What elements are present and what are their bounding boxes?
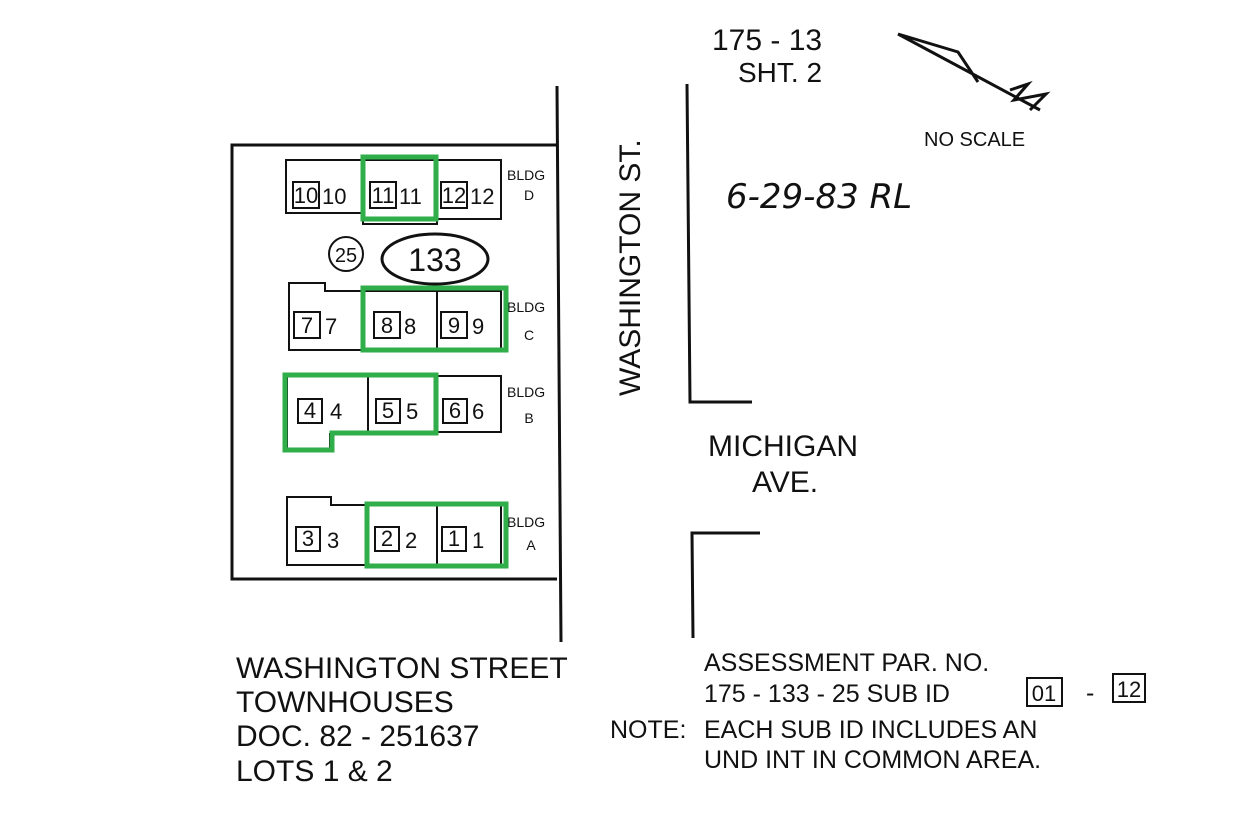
unit-box-9: 9	[448, 313, 460, 338]
assessment-line-1: ASSESSMENT PAR. NO.	[704, 649, 989, 677]
unit-label-10: 10	[322, 184, 346, 209]
parcel-number: 25	[335, 245, 357, 267]
unit-label-12: 12	[470, 184, 494, 209]
unit-label-9: 9	[472, 314, 484, 339]
washington-st-east-line-south	[690, 531, 760, 639]
title-line-2: TOWNHOUSES	[236, 686, 454, 719]
washington-st-west-line	[555, 85, 563, 643]
unit-label-6: 6	[472, 399, 484, 424]
title-line-3: DOC. 82 - 251637	[236, 720, 479, 753]
bldg-word-d: BLDG	[507, 167, 545, 183]
building-b: 4 4 5 5 6 6 BLDG B	[282, 372, 545, 453]
bldg-letter-a: A	[526, 537, 536, 553]
sub-id-to: 12	[1117, 677, 1141, 702]
unit-label-8: 8	[404, 314, 416, 339]
washington-st-east-line-north	[685, 83, 752, 404]
washington-st-label: WASHINGTON ST.	[614, 139, 647, 396]
unit-box-6: 6	[449, 398, 461, 423]
unit-label-2: 2	[405, 528, 417, 553]
bldg-word-a: BLDG	[507, 514, 545, 530]
unit-label-4: 4	[330, 399, 342, 424]
map-reference: 175 - 13	[712, 24, 822, 57]
bldg-word-b: BLDG	[507, 384, 545, 400]
north-arrow-icon	[897, 32, 1051, 112]
unit-box-2: 2	[381, 526, 393, 551]
bldg-letter-d: D	[524, 187, 534, 203]
bldg-word-c: BLDG	[507, 299, 545, 315]
unit-box-11: 11	[372, 183, 395, 208]
sub-id-from-box	[1026, 677, 1063, 707]
sub-id-dash: -	[1086, 679, 1094, 707]
note-label: NOTE:	[610, 716, 686, 744]
note-line-2: UND INT IN COMMON AREA.	[704, 746, 1041, 774]
unit-box-7: 7	[301, 313, 313, 338]
unit-box-10: 10	[294, 183, 318, 208]
unit-box-3: 3	[302, 526, 314, 551]
unit-label-5: 5	[406, 399, 418, 424]
sub-id-to-box	[1112, 673, 1146, 703]
note-line-1: EACH SUB ID INCLUDES AN	[704, 716, 1037, 744]
unit-box-5: 5	[382, 398, 394, 423]
title-line-1: WASHINGTON STREET	[236, 652, 568, 685]
unit-box-4: 4	[304, 398, 316, 423]
highlight-unit-11	[360, 154, 439, 222]
title-line-4: LOTS 1 & 2	[236, 755, 393, 788]
assessment-line-2: 175 - 133 - 25 SUB ID	[704, 680, 950, 708]
highlight-units-2-1	[364, 501, 509, 569]
unit-box-12: 12	[442, 183, 466, 208]
scale-note: NO SCALE	[924, 129, 1025, 151]
parcel-boundary	[230, 143, 557, 581]
highlight-units-4-5	[282, 372, 439, 453]
bldg-letter-b: B	[524, 410, 533, 426]
date-initials: 6-29-83 RL	[726, 177, 912, 217]
sub-id-from: 01	[1032, 681, 1056, 706]
building-d: 10 10 11 11 12 12 BLDG D	[285, 154, 545, 225]
michigan-ave-label-1: MICHIGAN	[708, 430, 858, 463]
building-a: 3 3 2 2 1 1 BLDG A	[286, 496, 545, 569]
sheet-number: SHT. 2	[738, 57, 822, 88]
highlight-units-8-9	[360, 285, 509, 353]
unit-label-3: 3	[327, 528, 339, 553]
unit-label-1: 1	[472, 528, 484, 553]
building-c: 7 7 8 8 9 9 BLDG C	[288, 282, 545, 353]
unit-label-11: 11	[399, 184, 422, 209]
unit-box-1: 1	[448, 526, 460, 551]
block-number: 133	[408, 242, 461, 278]
block-number-ellipse	[380, 232, 490, 286]
unit-box-8: 8	[381, 313, 393, 338]
unit-label-7: 7	[325, 314, 337, 339]
bldg-letter-c: C	[524, 327, 534, 343]
parcel-number-circle	[328, 236, 364, 272]
michigan-ave-label-2: AVE.	[752, 466, 818, 499]
